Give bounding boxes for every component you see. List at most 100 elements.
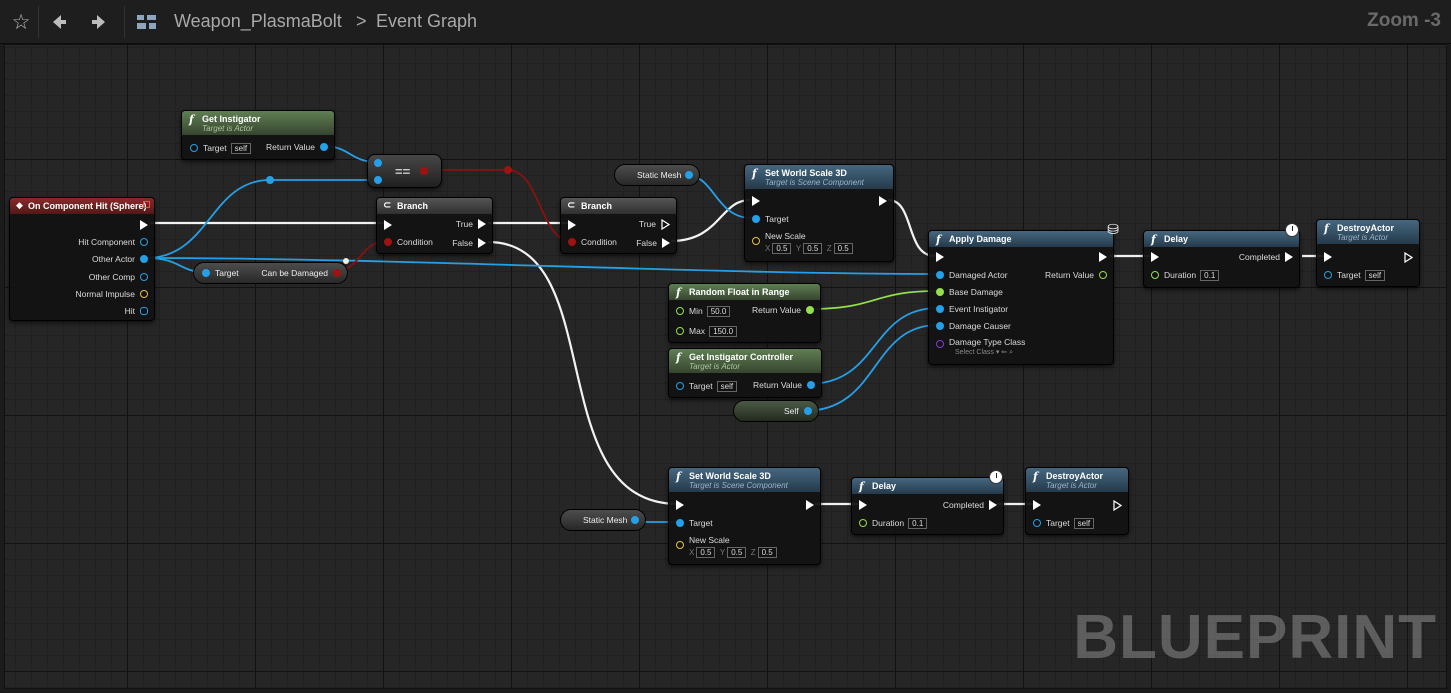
blueprint-name-breadcrumb[interactable]: Weapon_PlasmaBolt: [174, 11, 342, 31]
pin-hit[interactable]: Hit: [125, 305, 148, 317]
bool-pin-icon[interactable]: [384, 238, 392, 246]
exec-out-pin[interactable]: [1113, 499, 1122, 511]
class-pin-icon[interactable]: [936, 340, 944, 348]
exec-in-pin[interactable]: [1033, 499, 1041, 511]
pin-target[interactable]: Target: [752, 213, 789, 225]
exec-in-pin[interactable]: [752, 195, 760, 207]
exec-in-pin[interactable]: [1324, 251, 1332, 263]
static-mesh-getter-1[interactable]: Static Mesh: [614, 164, 700, 186]
equals-node[interactable]: ==: [367, 154, 442, 188]
object-pin-icon[interactable]: [685, 171, 693, 179]
object-pin-icon[interactable]: [752, 215, 760, 223]
target-value-field[interactable]: self: [716, 380, 738, 392]
float-pin-icon[interactable]: [676, 327, 684, 335]
object-pin-icon[interactable]: [320, 143, 328, 151]
object-pin-icon[interactable]: [1033, 519, 1041, 527]
object-pin-icon[interactable]: [936, 305, 944, 313]
branch-node-2[interactable]: ⊂ Branch Condition True False: [560, 197, 677, 254]
object-pin-icon[interactable]: [140, 273, 148, 281]
target-value-field[interactable]: self: [1073, 517, 1095, 529]
pin-false[interactable]: False: [636, 237, 670, 249]
float-pin-icon[interactable]: [1099, 271, 1107, 279]
static-mesh-getter-2[interactable]: Static Mesh: [560, 509, 646, 531]
self-reference-node[interactable]: Self: [733, 400, 819, 422]
pin-completed[interactable]: Completed: [943, 499, 997, 511]
exec-in-pin[interactable]: [859, 499, 867, 511]
exec-out-pin[interactable]: [140, 219, 148, 231]
pin-return-value[interactable]: Return Value: [753, 379, 815, 391]
set-world-scale-node-2[interactable]: f Set World Scale 3D Target is Scene Com…: [668, 467, 821, 565]
duration-value-field[interactable]: 0.1: [908, 517, 928, 529]
arrow-left-icon[interactable]: [44, 6, 74, 38]
object-pin-icon[interactable]: [1324, 271, 1332, 279]
exec-in-pin[interactable]: [936, 251, 944, 263]
target-value-field[interactable]: self: [1364, 269, 1386, 281]
max-value-field[interactable]: 150.0: [709, 325, 738, 337]
pin-false[interactable]: False: [452, 237, 486, 249]
pin-other-comp[interactable]: Other Comp: [89, 271, 148, 283]
bool-pin-icon[interactable]: [420, 167, 428, 175]
exec-in-pin[interactable]: [676, 499, 684, 511]
duration-value-field[interactable]: 0.1: [1200, 269, 1220, 281]
vector-pin-icon[interactable]: [676, 541, 684, 549]
pin-damage-causer[interactable]: Damage Causer: [936, 320, 1011, 332]
bool-pin-icon[interactable]: [568, 238, 576, 246]
vector-pin-icon[interactable]: [140, 290, 148, 298]
object-pin-icon[interactable]: [936, 322, 944, 330]
graph-name-breadcrumb[interactable]: Event Graph: [376, 11, 478, 31]
object-pin-icon[interactable]: [140, 255, 148, 263]
float-pin-icon[interactable]: [676, 307, 684, 315]
object-pin-icon[interactable]: [807, 381, 815, 389]
vector-pin-icon[interactable]: [752, 237, 760, 245]
float-pin-icon[interactable]: [936, 288, 944, 296]
float-pin-icon[interactable]: [1151, 271, 1159, 279]
target-value-field[interactable]: self: [230, 142, 252, 154]
pin-condition[interactable]: Condition: [568, 236, 617, 248]
float-pin-icon[interactable]: [859, 519, 867, 527]
pin-event-instigator[interactable]: Event Instigator: [936, 303, 1008, 315]
pin-damaged-actor[interactable]: Damaged Actor: [936, 269, 1008, 281]
object-pin-icon[interactable]: [202, 269, 210, 277]
pin-damage-type-class[interactable]: Damage Type Class Select Class ▾ ⇐ ⌕: [936, 337, 1025, 359]
apply-damage-node[interactable]: f Apply Damage ⛁ Damaged Actor Return Va…: [928, 221, 1119, 365]
object-pin-icon[interactable]: [936, 271, 944, 279]
float-pin-icon[interactable]: [806, 306, 814, 314]
pin-condition[interactable]: Condition: [384, 236, 433, 248]
event-on-component-hit-node[interactable]: ◆ On Component Hit (Sphere) Hit Componen…: [9, 197, 155, 321]
pin-normal-impulse[interactable]: Normal Impulse: [75, 288, 148, 300]
select-class-dropdown[interactable]: Select Class ▾ ⇐ ⌕: [955, 349, 1014, 356]
object-pin-icon[interactable]: [374, 176, 382, 184]
object-pin-icon[interactable]: [804, 407, 812, 415]
exec-in-pin[interactable]: [1151, 251, 1159, 263]
pin-return-value[interactable]: Return Value: [1045, 269, 1107, 281]
exec-in-pin[interactable]: [568, 219, 576, 231]
pin-hit-component[interactable]: Hit Component: [78, 236, 148, 248]
object-pin-icon[interactable]: [631, 516, 639, 524]
pin-true[interactable]: True: [456, 218, 486, 230]
object-pin-icon[interactable]: [676, 519, 684, 527]
object-pin-icon[interactable]: [140, 238, 148, 246]
arrow-right-icon[interactable]: [84, 6, 114, 38]
can-be-damaged-node[interactable]: Target Can be Damaged: [193, 262, 348, 284]
object-pin-icon[interactable]: [374, 159, 382, 167]
pin-target[interactable]: Target: [676, 517, 713, 529]
pin-return-value[interactable]: Return Value: [266, 141, 328, 153]
set-world-scale-node-1[interactable]: f Set World Scale 3D Target is Scene Com…: [744, 164, 894, 262]
star-outline-icon[interactable]: ☆: [11, 10, 31, 34]
